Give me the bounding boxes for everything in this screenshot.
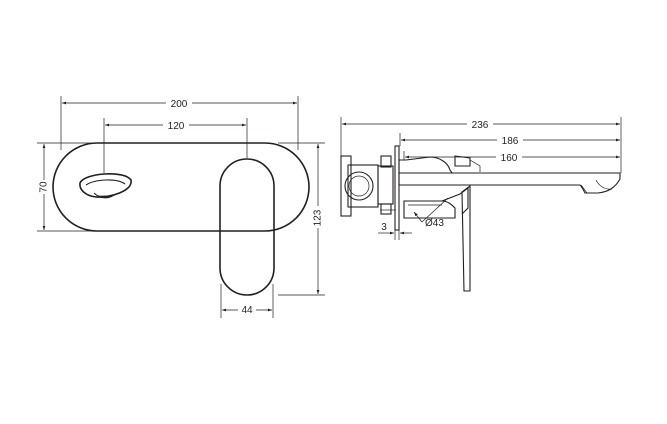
diameter-leader: Ø43 bbox=[413, 197, 449, 229]
dimension-plate-offset: 3 bbox=[378, 220, 412, 240]
spout-side bbox=[398, 172, 621, 194]
dimension-spout-reach: 186 bbox=[399, 133, 620, 147]
dimension-total-height: 123 bbox=[278, 142, 325, 296]
total-height-label: 123 bbox=[313, 209, 324, 226]
dimension-overall-length: 236 bbox=[340, 117, 622, 173]
body-sleeve bbox=[398, 156, 454, 174]
diameter-label: Ø43 bbox=[425, 218, 444, 229]
dimension-lever-width: 44 bbox=[220, 284, 274, 318]
dimension-height: 70 bbox=[37, 142, 92, 232]
height-label: 70 bbox=[39, 181, 50, 193]
plate-offset-label: 3 bbox=[381, 222, 387, 233]
lever-side bbox=[403, 184, 471, 292]
overall-length-label: 236 bbox=[472, 120, 489, 131]
side-wall-plate bbox=[394, 145, 400, 231]
dimension-spout-length: 160 bbox=[403, 150, 620, 164]
side-view: 236 186 160 3 Ø43 bbox=[340, 117, 622, 292]
spout-outlet bbox=[79, 173, 132, 199]
width-label: 200 bbox=[171, 99, 188, 110]
spout-length-label: 160 bbox=[501, 153, 518, 164]
front-wall-plate bbox=[52, 142, 310, 232]
front-view: 200 120 70 123 bbox=[37, 96, 325, 318]
dimension-width: 200 bbox=[60, 96, 299, 150]
lever-handle bbox=[219, 158, 275, 296]
lever-width-label: 44 bbox=[241, 305, 253, 316]
hole-spacing-label: 120 bbox=[168, 121, 185, 132]
dimension-hole-spacing: 120 bbox=[103, 118, 248, 173]
spout-reach-label: 186 bbox=[502, 136, 519, 147]
mixer-body bbox=[340, 155, 396, 217]
